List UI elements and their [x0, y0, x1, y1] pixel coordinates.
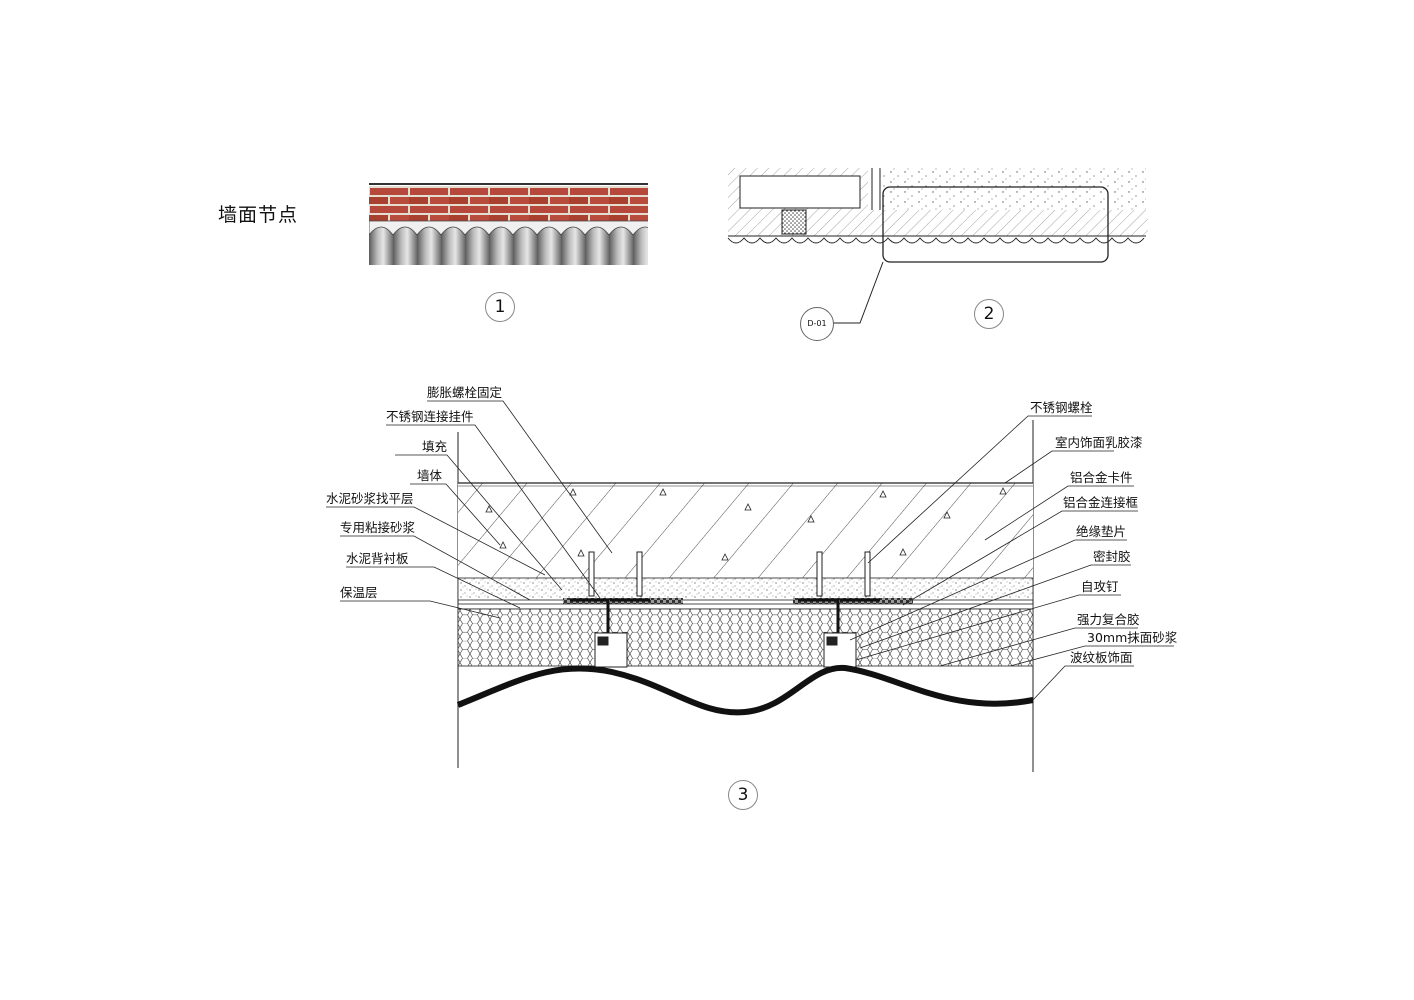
label-aluminum-clip: 铝合金卡件	[1070, 470, 1133, 485]
label-cement-backer-board: 水泥背衬板	[346, 551, 409, 566]
label-plaster-mortar: 30mm抹面砂浆	[1087, 630, 1178, 645]
label-aluminum-frame: 铝合金连接框	[1063, 495, 1139, 510]
label-self-tapping-screw: 自攻钉	[1081, 579, 1119, 594]
label-stainless-bolt: 不锈钢螺栓	[1030, 400, 1093, 415]
label-expansion-bolt: 膨胀螺栓固定	[427, 385, 502, 400]
detail-number-3: 3	[728, 780, 758, 810]
page-title: 墙面节点	[218, 204, 299, 226]
label-interior-latex-paint: 室内饰面乳胶漆	[1055, 435, 1143, 450]
label-sealant: 密封胶	[1093, 549, 1131, 564]
label-composite-adhesive: 强力复合胶	[1077, 612, 1140, 627]
label-wall: 墙体	[417, 468, 443, 483]
label-leveling-mortar: 水泥砂浆找平层	[326, 491, 414, 506]
label-insulation: 保温层	[340, 585, 378, 600]
material-swatch	[369, 183, 648, 265]
brick-corrugated-swatch	[369, 183, 648, 265]
label-infill: 填充	[422, 439, 447, 454]
detail-2-drawing	[727, 168, 1148, 324]
detail-3-section: 膨胀螺栓固定 不锈钢连接挂件 填充 墙体 水泥砂浆找平层 专用粘接砂浆 水泥背衬…	[326, 385, 1178, 772]
label-stainless-connector: 不锈钢连接挂件	[386, 409, 474, 424]
reference-bubble-d01: D-01	[800, 307, 834, 341]
label-insulating-gasket: 绝缘垫片	[1076, 524, 1126, 539]
detail-number-2: 2	[974, 299, 1004, 329]
label-corrugated-finish: 波纹板饰面	[1070, 650, 1133, 665]
label-bonding-mortar: 专用粘接砂浆	[340, 520, 416, 535]
detail-number-1: 1	[485, 292, 515, 322]
